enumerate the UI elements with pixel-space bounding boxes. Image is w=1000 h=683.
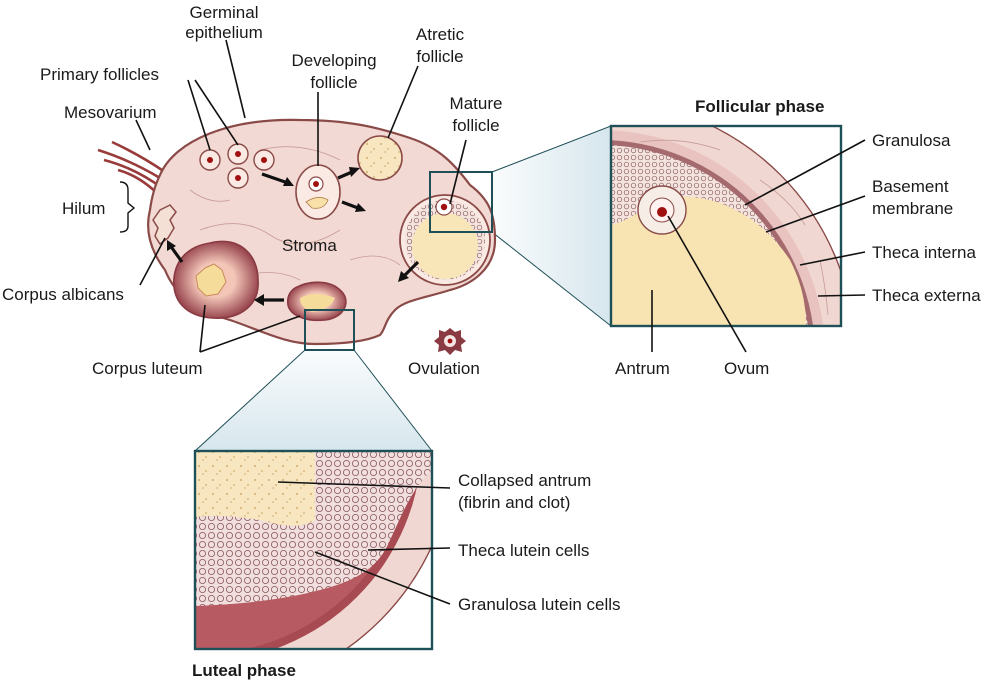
stroma-texture xyxy=(189,146,401,281)
corpus-luteum-small xyxy=(286,281,347,322)
mature-follicle xyxy=(399,194,491,286)
corpus-luteum-label: Corpus luteum xyxy=(92,359,203,378)
primary-follicle xyxy=(227,167,249,189)
mature-follicle-label: Mature xyxy=(450,94,503,113)
primary-follicle xyxy=(199,149,221,171)
basement-membrane-label: Basement xyxy=(872,177,949,196)
luteal-inset xyxy=(195,451,432,649)
primary-follicle xyxy=(253,149,275,171)
theca-interna-label: Theca interna xyxy=(872,243,976,262)
antrum-label: Antrum xyxy=(615,359,670,378)
primary-follicle xyxy=(227,143,249,165)
follicular-leader-lines xyxy=(651,139,866,353)
developing-follicle-label: follicle xyxy=(310,73,357,92)
follicular-inset xyxy=(611,126,841,326)
granulosa-label: Granulosa xyxy=(872,131,951,150)
luteal-phase-title: Luteal phase xyxy=(192,661,296,680)
corpus-albicans xyxy=(152,204,177,246)
corpus-luteum-large xyxy=(173,240,259,319)
theca-lutein-cells-label: Theca lutein cells xyxy=(458,541,589,560)
follicular-inset-frame xyxy=(609,124,843,328)
hilum-label: Hilum xyxy=(62,199,105,218)
collapsed-antrum-label: (fibrin and clot) xyxy=(458,493,570,512)
corpus-albicans-label: Corpus albicans xyxy=(2,285,124,304)
luteal-callout-shade xyxy=(195,350,432,451)
developing-follicle xyxy=(295,164,341,220)
luteal-inset-frame xyxy=(193,449,434,651)
atretic-follicle-label: follicle xyxy=(416,47,463,66)
stroma-label: Stroma xyxy=(282,236,337,255)
ovulation-ovum xyxy=(434,328,466,355)
atretic-follicle-label: Atretic xyxy=(416,25,465,44)
luteal-leader-lines xyxy=(277,481,451,605)
ovum-label: Ovum xyxy=(724,359,769,378)
follicular-phase-title: Follicular phase xyxy=(695,97,824,116)
germinal-epithelium-label: Germinal xyxy=(190,3,259,22)
granulosa-lutein-cells-label: Granulosa lutein cells xyxy=(458,595,621,614)
mesovarium-label: Mesovarium xyxy=(64,103,157,122)
atretic-follicle xyxy=(357,135,403,181)
follicular-callout-box xyxy=(429,171,493,233)
primary-follicles-label: Primary follicles xyxy=(40,65,159,84)
mature-follicle-label: follicle xyxy=(452,116,499,135)
luteal-callout-box xyxy=(304,309,355,351)
collapsed-antrum-label: Collapsed antrum xyxy=(458,471,591,490)
basement-membrane-label: membrane xyxy=(872,199,953,218)
ovulation-label: Ovulation xyxy=(408,359,480,378)
follicular-callout-shade xyxy=(492,126,611,326)
germinal-epithelium-label: epithelium xyxy=(185,23,263,42)
theca-externa-label: Theca externa xyxy=(872,286,981,305)
overview-leader-lines xyxy=(135,39,467,353)
progression-arrows xyxy=(167,167,420,306)
hilum-bracket xyxy=(119,181,136,233)
developing-follicle-label: Developing xyxy=(291,51,376,70)
